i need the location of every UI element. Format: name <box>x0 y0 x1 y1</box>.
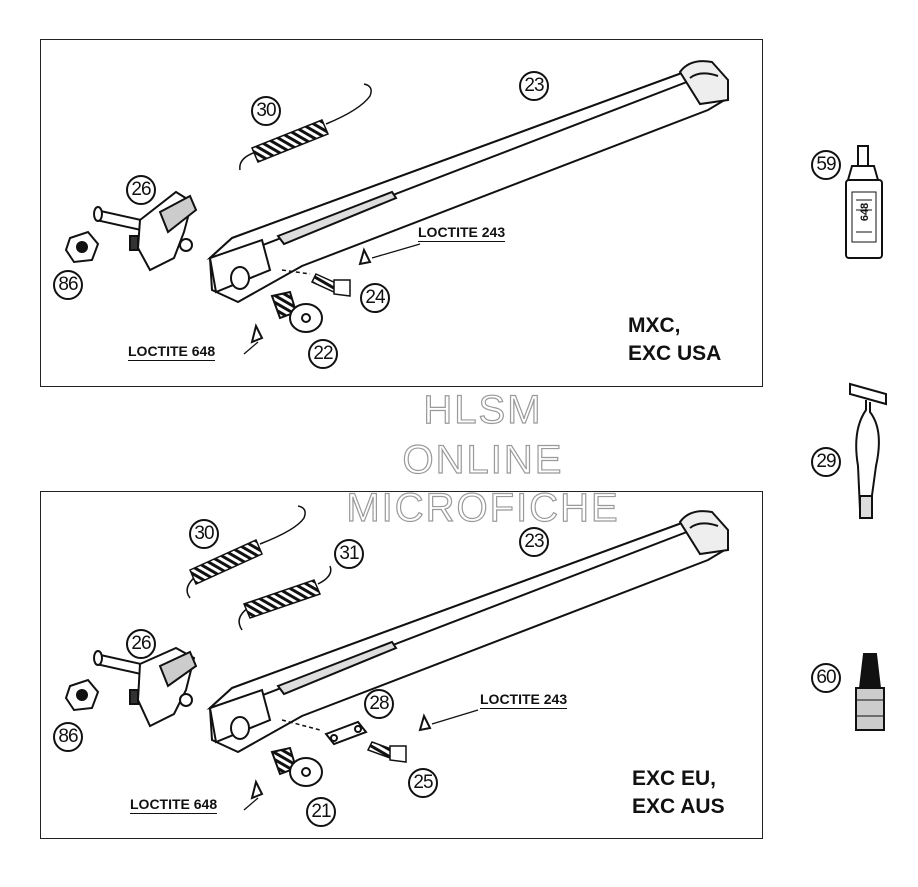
bolt-25-bottom <box>281 719 407 763</box>
side-stand-bottom <box>206 510 730 754</box>
callout-23-bottom[interactable]: 23 <box>519 527 549 557</box>
callout-86-bottom[interactable]: 86 <box>53 722 83 752</box>
side-stand-top <box>206 60 730 304</box>
callout-30-bottom[interactable]: 30 <box>189 519 219 549</box>
callout-59[interactable]: 59 <box>811 150 841 180</box>
callout-28-bottom[interactable]: 28 <box>364 689 394 719</box>
callout-23-top[interactable]: 23 <box>519 71 549 101</box>
callout-26-top[interactable]: 26 <box>126 175 156 205</box>
callout-60[interactable]: 60 <box>811 663 841 693</box>
callout-22-top[interactable]: 22 <box>308 339 338 369</box>
spring-30-top <box>239 83 372 171</box>
callout-26-bottom[interactable]: 26 <box>126 629 156 659</box>
callout-31-bottom[interactable]: 31 <box>334 539 364 569</box>
spring-31-bottom <box>238 565 332 631</box>
loctite-bottle-59 <box>845 145 883 259</box>
loctite-243-label-bottom: LOCTITE 243 <box>480 691 568 709</box>
callout-86-top[interactable]: 86 <box>53 270 83 300</box>
bolt-24-top <box>281 269 351 297</box>
bottle-label: 648 <box>859 202 872 222</box>
loctite-tube-60 <box>855 653 885 731</box>
loctite-648-label-top: LOCTITE 648 <box>128 343 216 361</box>
watermark-line1: HLSM <box>423 387 543 432</box>
nut-86-bottom <box>64 678 100 712</box>
nut-86-top <box>64 230 100 264</box>
loctite-648-label-bottom: LOCTITE 648 <box>130 796 218 814</box>
variant-label-top: MXC, EXC USA <box>628 312 721 368</box>
watermark-line3: MICROFICHE <box>346 485 620 530</box>
loctite-243-label-top: LOCTITE 243 <box>418 224 506 242</box>
bolt-22-top <box>250 247 372 344</box>
callout-24-top[interactable]: 24 <box>360 283 390 313</box>
variant-line1-bottom: EXC EU, <box>632 767 717 790</box>
variant-line2-bottom: EXC AUS <box>632 795 725 818</box>
callout-30-top[interactable]: 30 <box>251 96 281 126</box>
callout-21-bottom[interactable]: 21 <box>306 797 336 827</box>
variant-line2-top: EXC USA <box>628 342 722 365</box>
callout-25-bottom[interactable]: 25 <box>408 768 438 798</box>
variant-line1-top: MXC, <box>628 314 681 337</box>
bracket-26-bottom <box>93 646 198 728</box>
variant-label-bottom: EXC EU, EXC AUS <box>632 765 725 821</box>
watermark-line2: ONLINE <box>402 437 564 482</box>
tool-29 <box>849 382 887 519</box>
callout-29[interactable]: 29 <box>811 447 841 477</box>
bracket-26-top <box>93 190 198 272</box>
spring-30-bottom <box>186 505 306 599</box>
bolt-21-bottom <box>250 713 432 800</box>
plate-28-bottom <box>324 720 368 746</box>
